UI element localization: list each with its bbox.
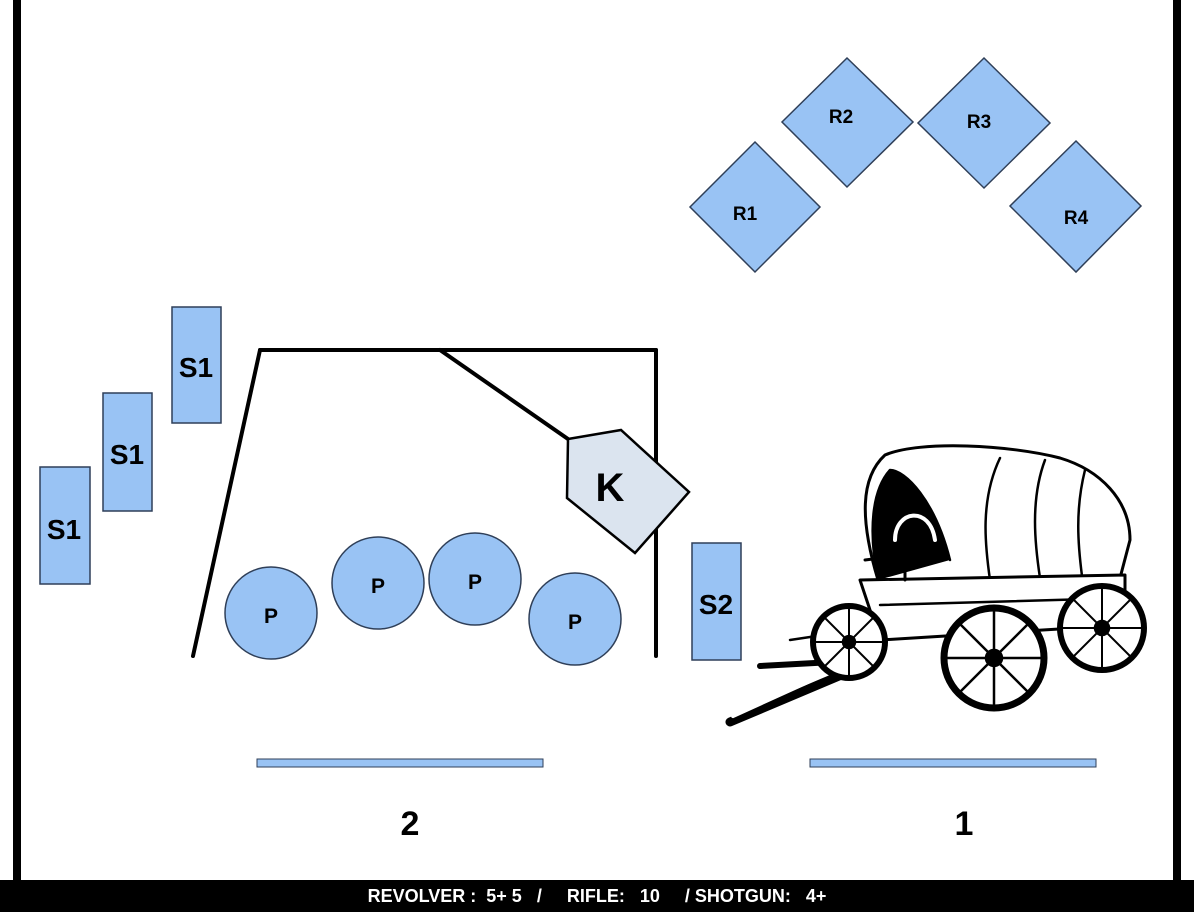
rifle-target-label: R4 [1064,208,1089,229]
wagon-wheel-front-left [813,606,885,678]
wagon-wheel-front-right [944,608,1044,708]
pistol-target-label: P [371,575,385,598]
shotgun-target-s1: S1 [40,467,90,584]
pistol-target-p: P [332,537,424,629]
round-count-text: REVOLVER : 5+ 5 / RIFLE: 10 / SHOTGUN: 4… [368,886,827,907]
rifle-target-r1: R1 [690,142,820,272]
pistol-target-label: P [568,611,582,634]
right-border [1173,0,1181,880]
rifle-target-r4: R4 [1010,141,1141,272]
shotgun-target-s2: S2 [692,543,741,660]
knockdown-target-label: K [596,466,625,510]
round-count-footer: REVOLVER : 5+ 5 / RIFLE: 10 / SHOTGUN: 4… [0,880,1194,912]
shotgun-target-label: S1 [179,352,213,383]
shotgun-target-label: S2 [699,589,733,620]
rifle-target-label: R2 [829,107,853,128]
stage-drawing: R1 R2 R3 R4 S1 S1 S1 S2 K [0,0,1194,880]
wagon-wheel-rear-left [1060,586,1144,670]
left-border [13,0,21,880]
pistol-target-label: P [468,571,482,594]
shooting-position-bar-1 [810,759,1096,767]
shotgun-target-s1: S1 [103,393,152,511]
pistol-target-label: P [264,605,278,628]
shotgun-target-s1: S1 [172,307,221,423]
rifle-target-label: R1 [733,204,758,225]
pistol-target-p: P [225,567,317,659]
pistol-target-p: P [529,573,621,665]
shooting-position-label-2: 2 [401,805,420,843]
shooting-position-bar-2 [257,759,543,767]
rifle-target-r2: R2 [782,58,913,187]
rifle-target-r3: R3 [918,58,1050,188]
covered-wagon-icon [730,446,1144,722]
shotgun-target-label: S1 [47,514,81,545]
knockdown-target-k: K [567,430,689,553]
pistol-target-p: P [429,533,521,625]
shotgun-target-label: S1 [110,439,144,470]
shooting-position-label-1: 1 [955,805,974,843]
rifle-target-label: R3 [967,112,991,133]
